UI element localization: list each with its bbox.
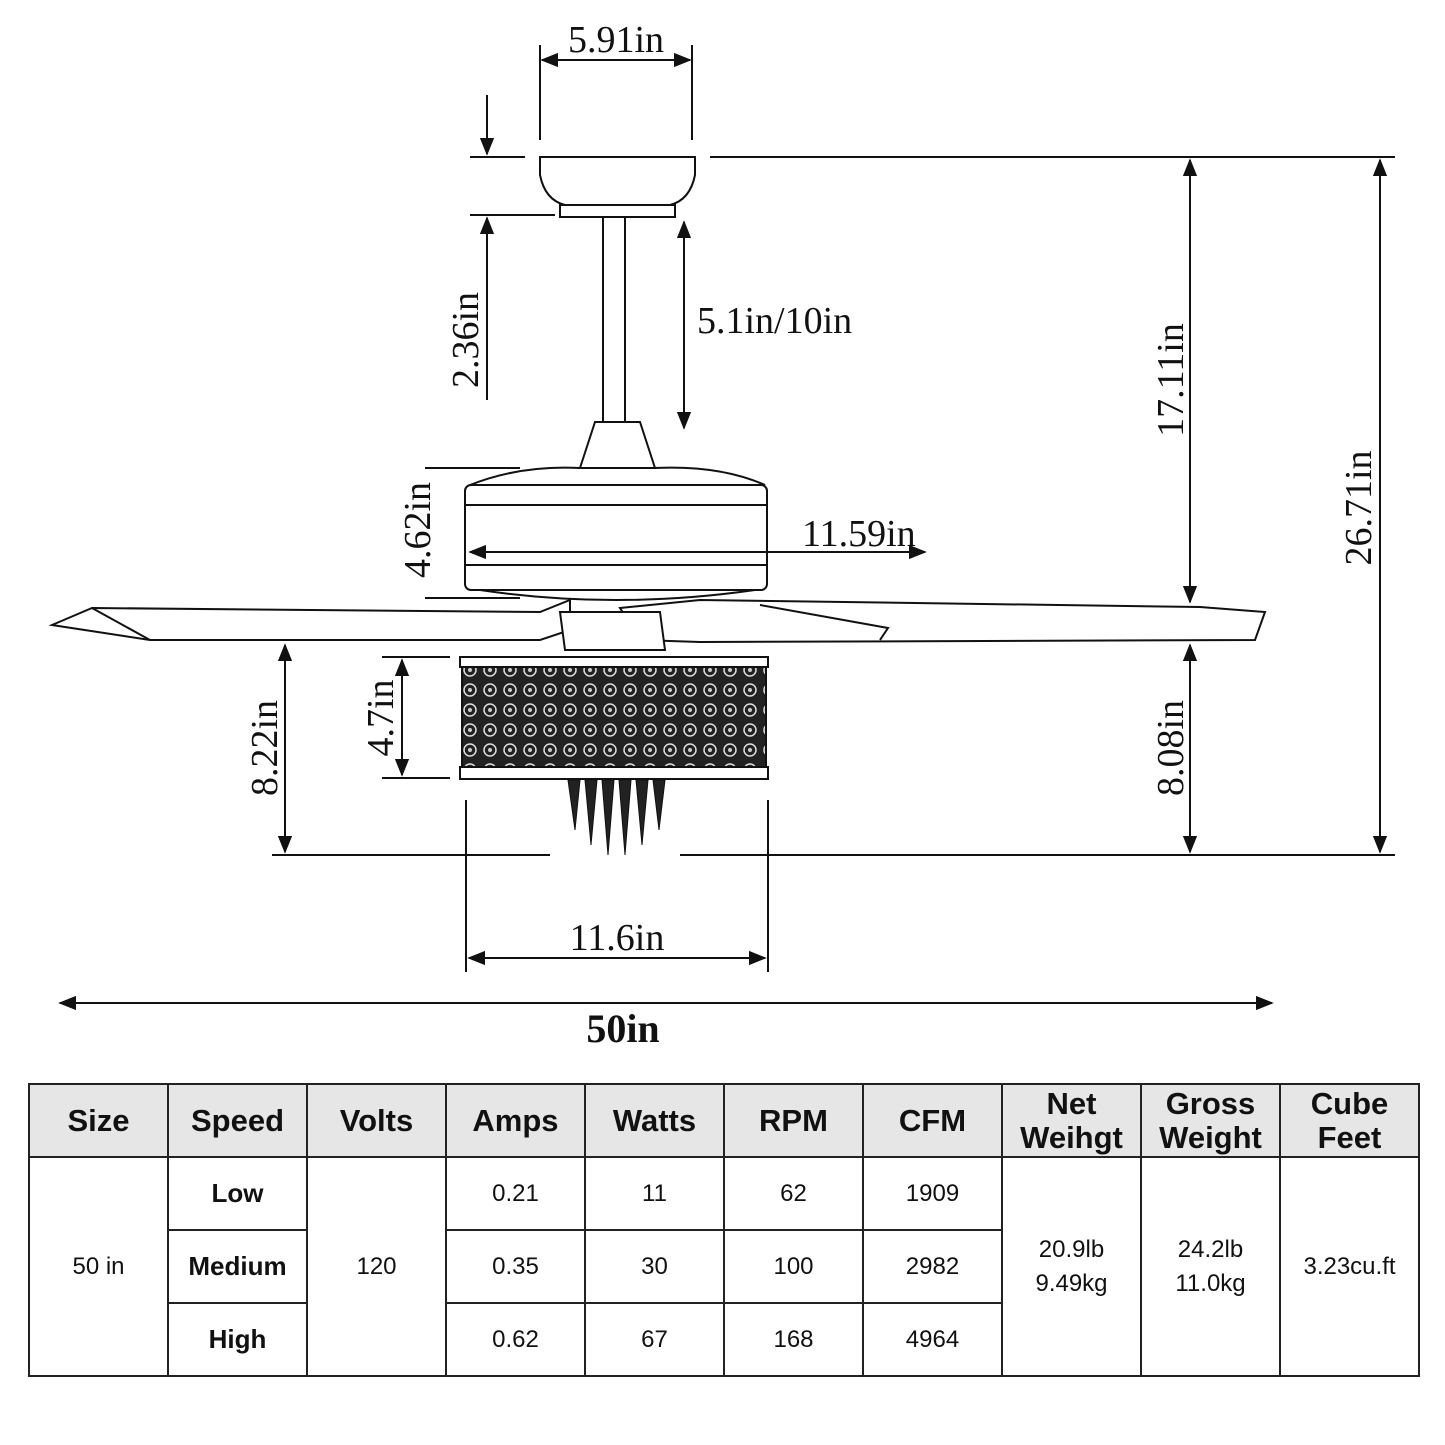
dimension-lines	[58, 45, 1395, 1011]
label-overall-height: 26.71in	[1338, 450, 1380, 565]
label-blade-to-bottom-left: 8.22in	[244, 700, 286, 796]
downrod	[602, 216, 626, 423]
table-header-row: Size Speed Volts Amps Watts RPM CFM Net …	[28, 1083, 1420, 1158]
light-kit-bottom-rim	[459, 766, 769, 780]
label-downrod: 5.1in/10in	[697, 300, 852, 342]
fan-illustration	[48, 156, 1267, 856]
light-kit-crystals	[461, 666, 767, 768]
canopy	[539, 156, 696, 206]
header-size: Size	[28, 1083, 169, 1158]
motor-cap	[578, 421, 657, 469]
label-canopy-height: 2.36in	[445, 292, 487, 388]
cell-watts: 11	[584, 1156, 725, 1231]
label-motor-height: 4.62in	[397, 482, 439, 578]
spec-table: Size Speed Volts Amps Watts RPM CFM Net …	[28, 1083, 1420, 1377]
header-amps: Amps	[445, 1083, 586, 1158]
cell-watts: 67	[584, 1302, 725, 1377]
label-light-width: 11.6in	[570, 917, 665, 959]
header-speed: Speed	[167, 1083, 308, 1158]
label-blade-to-bottom-right: 8.08in	[1150, 700, 1192, 796]
cell-speed: Medium	[167, 1229, 308, 1304]
cell-cfm: 1909	[862, 1156, 1003, 1231]
cell-rpm: 62	[723, 1156, 864, 1231]
canopy-ring	[559, 204, 676, 218]
fan-dimension-diagram: 5.91in 2.36in 5.1in/10in 17.11in 26.71in…	[48, 19, 1395, 1051]
table-row: 50 in Low 120 0.21 11 62 1909 20.9lb 9.4…	[28, 1156, 1420, 1377]
label-blade-span: 50in	[586, 1006, 659, 1051]
cell-gross-weight: 24.2lb 11.0kg	[1140, 1156, 1281, 1377]
left-blade	[48, 598, 571, 641]
label-light-height: 4.7in	[360, 679, 402, 756]
crystal-drops	[567, 779, 666, 856]
cell-cfm: 4964	[862, 1302, 1003, 1377]
cell-size: 50 in	[28, 1156, 169, 1377]
cell-watts: 30	[584, 1229, 725, 1304]
header-rpm: RPM	[723, 1083, 864, 1158]
header-gross-weight: Gross Weight	[1140, 1083, 1281, 1158]
header-watts: Watts	[584, 1083, 725, 1158]
cell-rpm: 168	[723, 1302, 864, 1377]
cell-amps: 0.35	[445, 1229, 586, 1304]
label-motor-width: 11.59in	[802, 513, 916, 555]
right-blade	[618, 598, 1267, 644]
cell-speed: Low	[167, 1156, 308, 1231]
cell-cfm: 2982	[862, 1229, 1003, 1304]
cell-speed: High	[167, 1302, 308, 1377]
cell-net-weight: 20.9lb 9.49kg	[1001, 1156, 1142, 1377]
header-cfm: CFM	[862, 1083, 1003, 1158]
label-ceiling-to-blade: 17.11in	[1150, 323, 1192, 437]
motor-housing	[464, 484, 768, 591]
header-net-weight: Net Weihgt	[1001, 1083, 1142, 1158]
cell-amps: 0.21	[445, 1156, 586, 1231]
cell-volts: 120	[306, 1156, 447, 1377]
light-kit-top-rim	[459, 656, 769, 668]
label-canopy-width: 5.91in	[568, 19, 664, 61]
header-volts: Volts	[306, 1083, 447, 1158]
cell-amps: 0.62	[445, 1302, 586, 1377]
table-row: Medium 0.35 30 100 2982	[29, 1229, 1419, 1304]
cell-cube-feet: 3.23cu.ft	[1279, 1156, 1420, 1377]
cell-rpm: 100	[723, 1229, 864, 1304]
table-row: High 0.62 67 168 4964	[29, 1302, 1419, 1377]
header-cube-feet: Cube Feet	[1279, 1083, 1420, 1158]
